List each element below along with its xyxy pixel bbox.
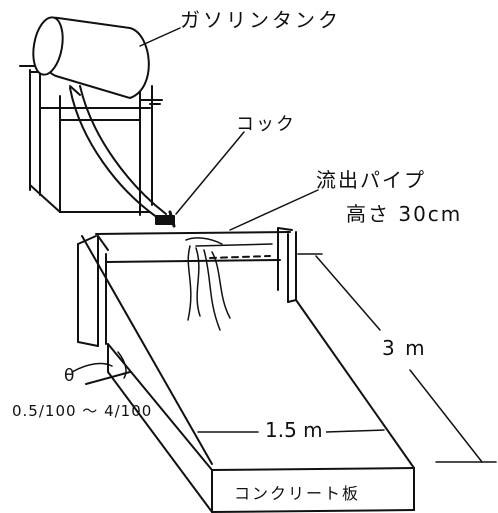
cock-label: コック <box>236 114 296 135</box>
flume <box>77 227 415 513</box>
slope-range-label: 0.5/100 ～ 4/100 <box>12 402 153 420</box>
length-label: 3 m <box>382 336 427 360</box>
angle-label: θ <box>64 366 75 386</box>
concrete-slab-label: コンクリート板 <box>234 484 361 503</box>
water-flow <box>185 237 231 331</box>
angle-indicator <box>71 351 127 379</box>
pipe-label-leader <box>229 189 319 231</box>
cock-valve <box>155 210 176 228</box>
tank-stand <box>19 65 163 216</box>
gasoline-tank-label: ガソリンタンク <box>180 8 341 32</box>
width-label: 1.5 m <box>262 420 326 440</box>
height-label: 高さ 30cm <box>346 202 463 226</box>
length-dimension <box>297 253 497 463</box>
outflow-pipe-label: 流出パイプ <box>316 168 426 192</box>
tank-label-leader <box>139 27 181 47</box>
fuel-hose <box>69 85 167 219</box>
cock-label-leader <box>175 131 245 215</box>
gasoline-tank <box>32 16 150 99</box>
width-dimension <box>197 429 385 433</box>
